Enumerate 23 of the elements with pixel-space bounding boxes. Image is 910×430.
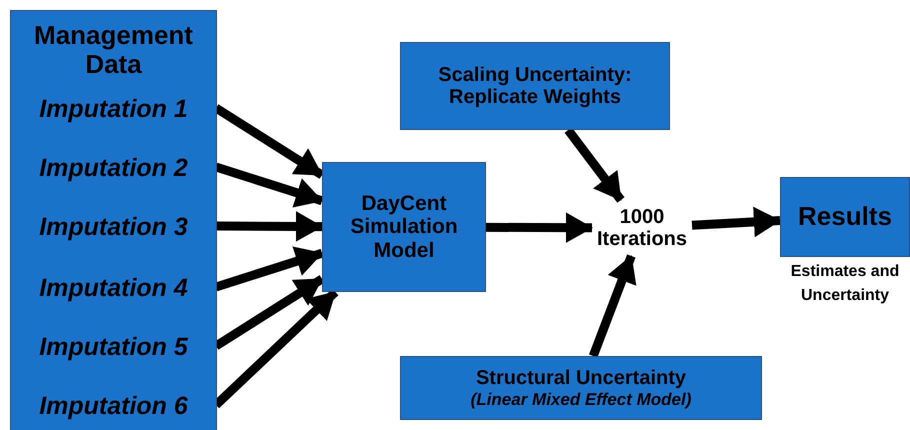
node-label: Imputation 2 [11, 150, 216, 186]
process-box [10, 10, 217, 430]
node-text: Results [798, 202, 892, 232]
arrow [692, 206, 781, 238]
node-text: Scaling Uncertainty: Replicate Weights [437, 64, 633, 108]
arrow [486, 212, 593, 243]
node-caption: Estimates and Uncertainty [790, 262, 900, 306]
node-text: (Linear Mixed Effect Model) [470, 390, 692, 409]
node-label: Imputation 4 [11, 270, 216, 306]
node-label: Imputation 3 [11, 209, 216, 245]
node-text: Structural Uncertainty [476, 367, 686, 390]
arrow [589, 254, 636, 358]
node-label: Imputation 1 [11, 91, 216, 127]
node-text: Management Data [33, 19, 194, 80]
node-label: Imputation 6 [11, 388, 216, 424]
process-box [780, 177, 910, 257]
arrow [216, 211, 323, 242]
process-box [400, 42, 670, 130]
node-text: DayCent Simulation Model [349, 192, 459, 262]
process-box [322, 162, 486, 292]
node-text: 1000 Iterations [596, 206, 688, 250]
process-box [400, 356, 762, 420]
node-label: Imputation 5 [11, 329, 216, 365]
